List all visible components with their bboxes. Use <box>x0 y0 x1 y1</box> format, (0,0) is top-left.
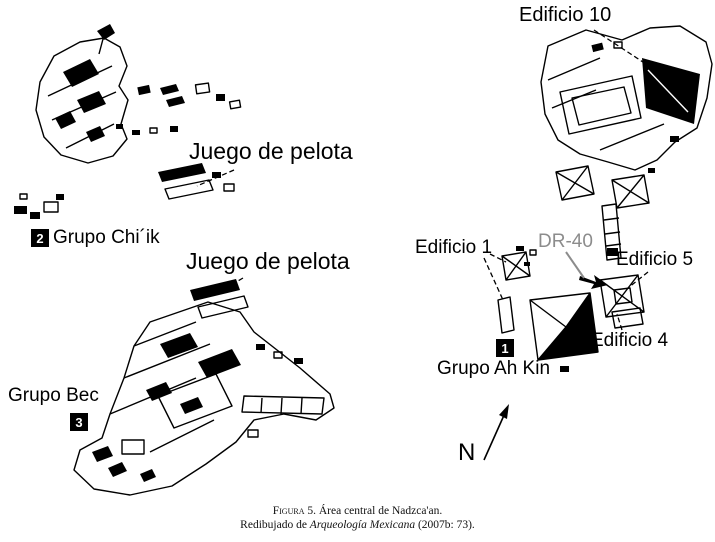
caption-credit-suffix: (2007b: 73). <box>415 519 475 531</box>
caption-title: Área central de Nadzca'an. <box>315 505 443 517</box>
label-grupo-chiik: Grupo Chi´ik <box>53 227 160 248</box>
grupo-ah-kin-structures <box>497 246 645 372</box>
label-edificio-4: Edificio 4 <box>591 330 669 351</box>
label-north: N <box>458 439 476 466</box>
label-juego-de-pelota-top: Juego de pelota <box>189 138 353 164</box>
badge-grupo-ah-kin: 1 <box>496 339 514 357</box>
label-edificio-5: Edificio 5 <box>616 249 694 270</box>
figure-caption-line2: Redibujado de Arqueología Mexicana (2007… <box>0 519 715 531</box>
badge-grupo-chiik: 2 <box>31 229 49 247</box>
label-dr-40: DR-40 <box>538 231 593 252</box>
label-edificio-10: Edificio 10 <box>519 4 612 26</box>
caption-credit-source: Arqueología Mexicana <box>309 519 416 531</box>
grupo-bec-structures <box>73 279 335 496</box>
label-juego-de-pelota-bottom: Juego de pelota <box>186 248 350 274</box>
label-edificio-1: Edificio 1 <box>415 237 493 258</box>
north-arrow-icon <box>483 404 509 461</box>
caption-credit-prefix: Redibujado de <box>240 519 310 531</box>
dr40-leader-line <box>565 251 585 279</box>
edificio-10-structures <box>540 25 713 261</box>
badge-grupo-bec: 3 <box>70 413 88 431</box>
leader-lines <box>196 29 649 331</box>
label-grupo-bec: Grupo Bec <box>8 385 99 406</box>
figure-caption-line1: Figura 5. Área central de Nadzca'an. <box>0 505 715 517</box>
caption-figure-label: Figura 5. <box>272 505 316 517</box>
grupo-chiik-structures <box>14 24 242 219</box>
label-grupo-ah-kin: Grupo Ah Kin <box>437 358 551 379</box>
